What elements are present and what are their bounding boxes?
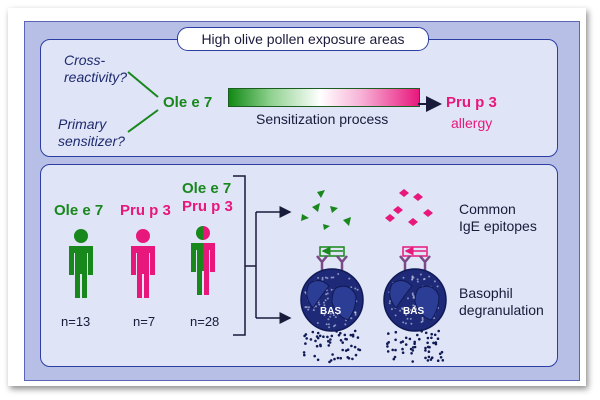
pru-p-3-label: Pru p 3 <box>446 94 497 111</box>
basophil-cell-1 <box>300 268 364 332</box>
group3-n: n=28 <box>190 314 220 329</box>
group-bracket <box>233 175 257 336</box>
primary-sensitizer-line1: Primary <box>58 116 107 132</box>
person-icon-pink <box>131 229 155 298</box>
pink-crosslink <box>402 246 428 257</box>
pink-epitopes <box>385 189 433 226</box>
common-epitopes-line2: IgE epitopes <box>459 218 537 234</box>
allergy-label: allergy <box>451 115 493 131</box>
ole-e-7-label: Ole e 7 <box>163 94 213 111</box>
common-epitopes-line1: Common <box>459 201 516 217</box>
group3-label-top: Ole e 7 <box>182 180 232 197</box>
group1-label: Ole e 7 <box>54 202 104 219</box>
person-icon-green <box>69 229 93 298</box>
green-epitopes <box>301 190 351 230</box>
group1-n: n=13 <box>61 314 91 329</box>
primary-sensitizer-line2: sensitizer? <box>58 133 125 149</box>
bas-label-1: BAS <box>320 306 341 317</box>
bas-label-2: BAS <box>403 306 424 317</box>
group2-n: n=7 <box>133 314 156 329</box>
group2-label: Pru p 3 <box>120 202 171 219</box>
released-granules-1 <box>302 329 362 364</box>
sensitization-label: Sensitization process <box>256 111 389 127</box>
receptors-1 <box>316 255 348 270</box>
sensitization-gradient-bar <box>228 88 420 107</box>
green-crosslink <box>319 246 345 257</box>
group3-label-bottom: Pru p 3 <box>182 198 233 215</box>
cross-reactivity-line1: Cross- <box>64 52 106 68</box>
bottom-panel <box>40 164 558 367</box>
question-connector-lines <box>127 71 159 133</box>
basophil-line2: degranulation <box>459 302 544 318</box>
released-granules-2 <box>386 329 445 363</box>
basophil-line1: Basophil <box>459 285 513 301</box>
cross-reactivity-line2: reactivity? <box>64 69 128 85</box>
person-icon-half <box>191 226 215 295</box>
basophil-cell-2 <box>383 268 447 332</box>
figure-title: High olive pollen exposure areas <box>177 27 429 51</box>
receptors-2 <box>399 255 431 270</box>
